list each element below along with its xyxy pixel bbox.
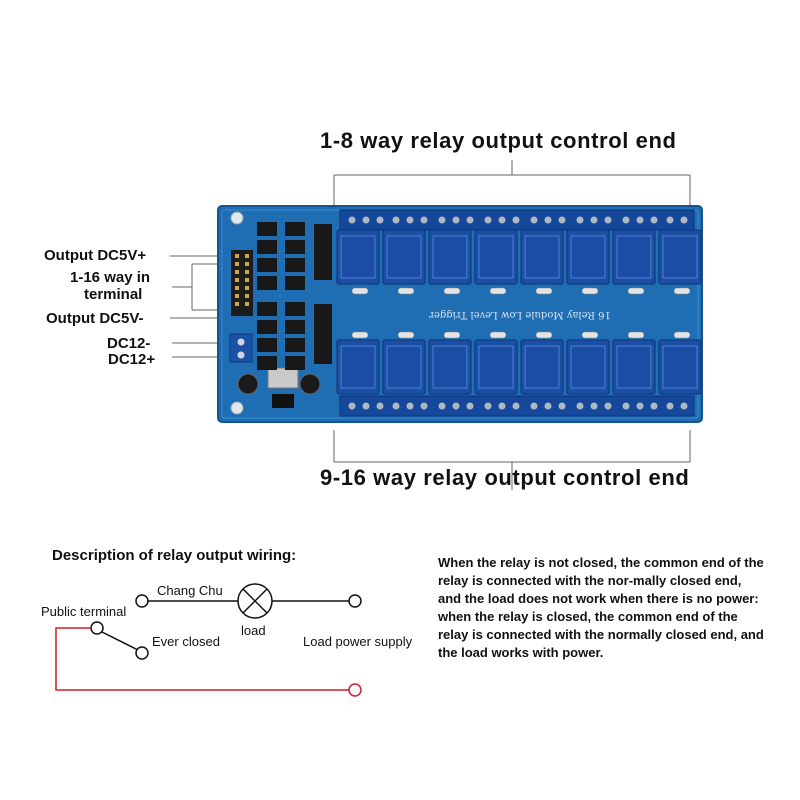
bottom-heading: 9-16 way relay output control end bbox=[320, 465, 690, 490]
wiring-description: When the relay is not closed, the common… bbox=[438, 555, 764, 660]
wiring-diagram bbox=[55, 583, 362, 697]
label-dc12-plus: DC12+ bbox=[108, 351, 156, 368]
red-wire bbox=[55, 627, 349, 691]
label-dc12-minus: DC12- bbox=[107, 335, 151, 352]
wiring-title: Description of relay output wiring: bbox=[52, 547, 297, 564]
label-inputs-line1: 1-16 way in bbox=[70, 269, 151, 286]
relays-top bbox=[336, 229, 702, 285]
label-public-terminal: Public terminal bbox=[41, 604, 127, 619]
relay-board: 16 Relay Module Low Level Trigger bbox=[217, 205, 703, 423]
relays-bottom bbox=[336, 339, 702, 395]
label-ever-closed: Ever closed bbox=[152, 634, 220, 649]
bottom-bracket bbox=[333, 430, 691, 490]
top-heading: 1-8 way relay output control end bbox=[320, 128, 677, 153]
label-output-dc5v-minus: Output DC5V- bbox=[46, 310, 144, 327]
switch-arm bbox=[101, 631, 139, 651]
label-chang-chu: Chang Chu bbox=[157, 583, 223, 598]
label-output-dc5v-plus: Output DC5V+ bbox=[44, 247, 147, 264]
board-illustration: 16 Relay Module Low Level Trigger bbox=[170, 160, 703, 490]
label-load-power-supply: Load power supply bbox=[303, 634, 413, 649]
top-bracket bbox=[333, 160, 691, 205]
board-silkscreen: 16 Relay Module Low Level Trigger bbox=[429, 309, 611, 320]
label-inputs-line2: terminal bbox=[84, 286, 143, 303]
label-load: load bbox=[241, 623, 266, 638]
lamp-icon bbox=[237, 583, 273, 619]
